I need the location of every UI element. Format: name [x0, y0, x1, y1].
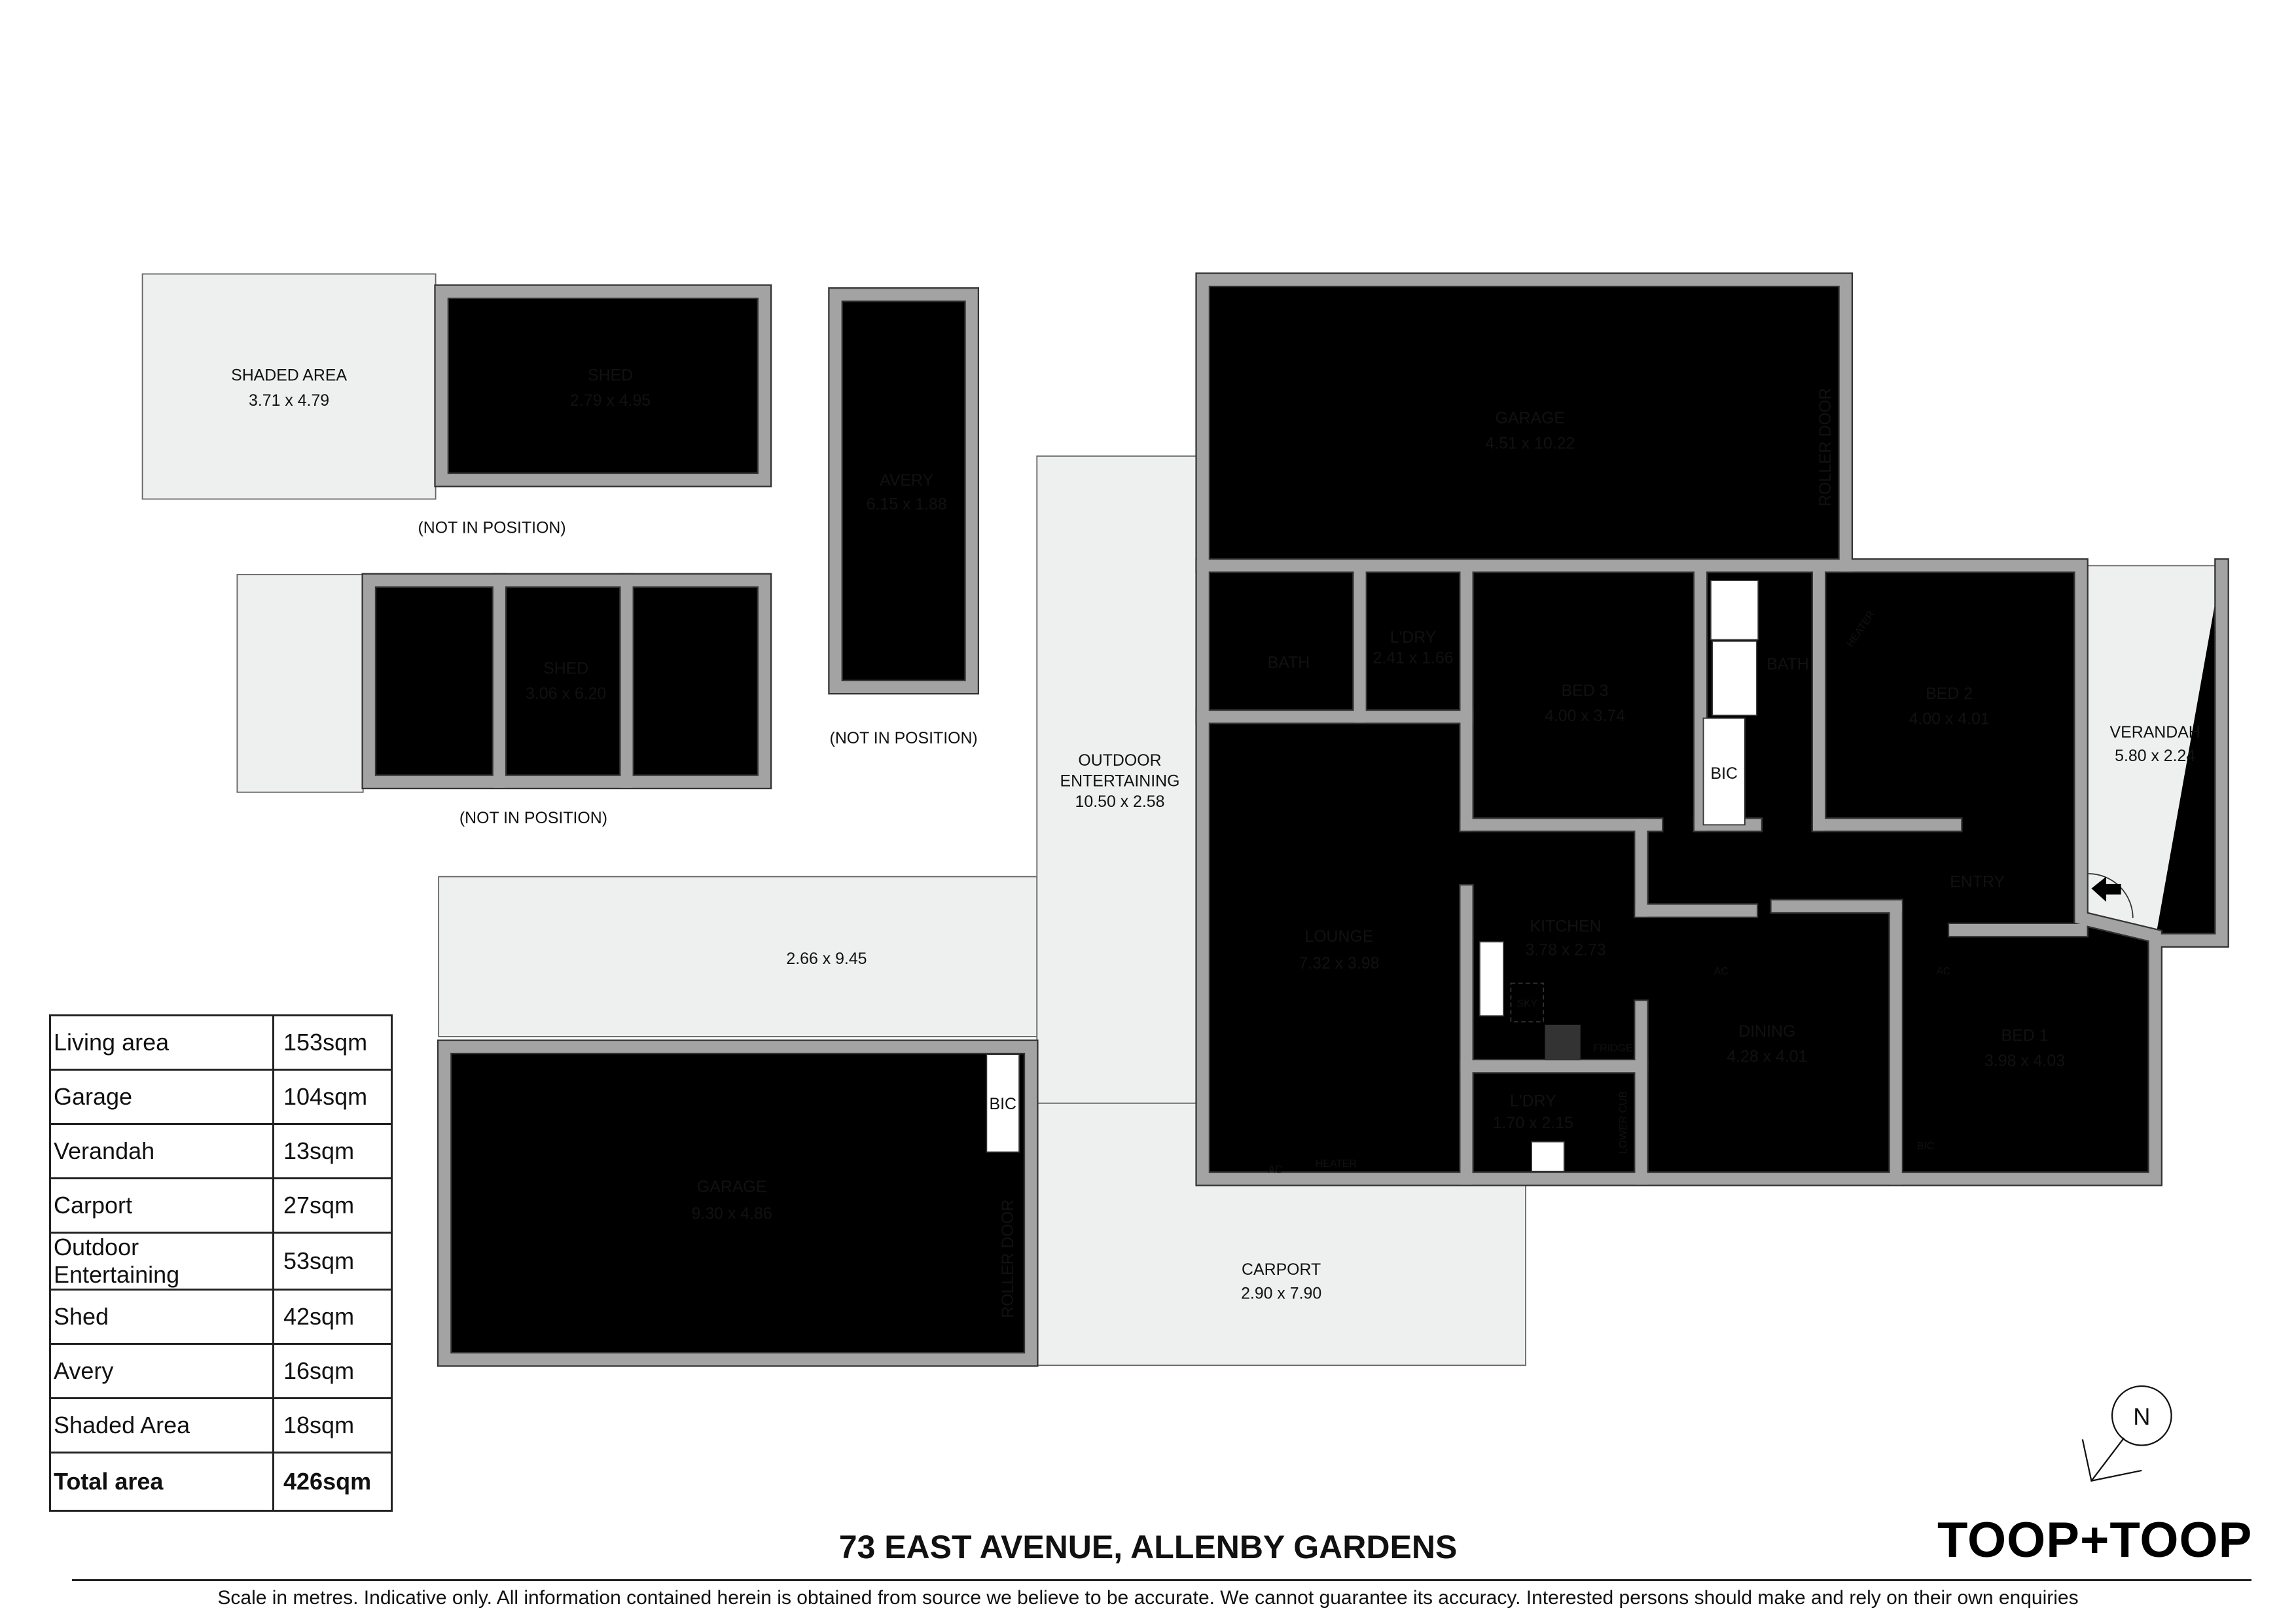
lounge-name: LOUNGE	[1304, 927, 1373, 946]
bath1-name: BATH	[1268, 654, 1310, 672]
area-value: 16sqm	[272, 1343, 393, 1399]
shed2-note: (NOT IN POSITION)	[459, 809, 607, 827]
area-value: 53sqm	[272, 1232, 393, 1291]
avery-name: AVERY	[880, 471, 933, 490]
shed2-shaded	[236, 574, 364, 793]
outdoor-name1: OUTDOOR	[1078, 751, 1161, 770]
verandah-name: VERANDAH	[2110, 723, 2200, 741]
outdoor-name2: ENTERTAINING	[1060, 772, 1180, 791]
carport-dims: 2.90 x 7.90	[1241, 1284, 1321, 1302]
lounge-heater: HEATER	[1316, 1158, 1357, 1169]
shaded-area	[141, 273, 437, 500]
entry-name: ENTRY	[1950, 872, 2005, 891]
bed2-name: BED 2	[1926, 685, 1973, 703]
ldry1-name: L'DRY	[1390, 628, 1437, 647]
shaded-area-name: SHADED AREA	[231, 366, 347, 385]
bed2-dims: 4.00 x 4.01	[1909, 709, 1990, 728]
entry-arrow-icon	[2091, 876, 2121, 902]
ldry1-dims: 2.41 x 1.66	[1372, 649, 1453, 668]
lounge-ac: AC	[1268, 1164, 1283, 1175]
area-value: 13sqm	[272, 1123, 393, 1179]
area-value: 27sqm	[272, 1177, 393, 1234]
total-label: Total area	[49, 1452, 274, 1512]
garage-bic: BIC	[990, 1095, 1017, 1113]
patio-dims: 2.66 x 9.45	[786, 950, 867, 968]
area-value: 104sqm	[272, 1069, 393, 1125]
kitchen-dims: 3.78 x 2.73	[1526, 940, 1606, 959]
carport-name: CARPORT	[1242, 1260, 1321, 1279]
avery-note: (NOT IN POSITION)	[830, 729, 978, 747]
area-label: Avery	[49, 1343, 274, 1399]
avery-dims: 6.15 x 1.88	[867, 495, 947, 513]
kitchen-fridge: FRIDGE	[1594, 1043, 1633, 1054]
bed3-dims: 4.00 x 3.74	[1545, 707, 1625, 725]
page-title: 73 EAST AVENUE, ALLENBY GARDENS	[838, 1529, 1458, 1565]
area-label: Verandah	[49, 1123, 274, 1179]
bed1-ac: AC	[1936, 966, 1950, 977]
disclaimer: Scale in metres. Indicative only. All in…	[217, 1587, 2079, 1609]
verandah-dims: 5.80 x 2.24	[2115, 747, 2195, 765]
area-label: Shed	[49, 1289, 274, 1345]
lounge-dims: 7.32 x 3.98	[1299, 954, 1379, 972]
bed1-bic: BIC	[1917, 1141, 1934, 1152]
shed1-note: (NOT IN POSITION)	[418, 519, 565, 537]
bed1-dims: 3.98 x 4.03	[1984, 1052, 2065, 1070]
room-labels: SHADED AREA 3.71 x 4.79 SHED 2.79 x 4.95…	[231, 366, 2200, 1318]
area-value: 42sqm	[272, 1289, 393, 1345]
garage-rear-name: GARAGE	[1496, 409, 1565, 427]
ldry2-dims: 1.70 x 2.15	[1493, 1114, 1573, 1132]
roller-door-front: ROLLER DOOR	[999, 1200, 1017, 1318]
area-label: Outdoor Entertaining	[49, 1232, 274, 1291]
area-label: Living area	[49, 1014, 274, 1071]
outdoor-dims: 10.50 x 2.58	[1075, 793, 1165, 811]
dining-name: DINING	[1738, 1022, 1795, 1041]
bath2-name: BATH	[1767, 655, 1809, 673]
bed3-name: BED 3	[1562, 682, 1609, 700]
dining-ac: AC	[1714, 966, 1729, 977]
north-arrow-icon: N	[2081, 1385, 2172, 1482]
area-label: Garage	[49, 1069, 274, 1125]
compass-label: N	[2133, 1403, 2150, 1430]
garage-front-name: GARAGE	[697, 1178, 766, 1196]
dining-dims: 4.28 x 4.01	[1727, 1047, 1807, 1065]
shed1-dims: 2.79 x 4.95	[570, 391, 651, 410]
garage-rear-dims: 4.51 x 10.22	[1485, 435, 1575, 453]
ldry2-name: L'DRY	[1510, 1092, 1556, 1110]
area-label: Shaded Area	[49, 1397, 274, 1454]
shed2-dims: 3.06 x 6.20	[526, 685, 606, 703]
shaded-area-dims: 3.71 x 4.79	[249, 391, 329, 410]
patio	[438, 876, 1038, 1037]
shed1-name: SHED	[588, 366, 633, 385]
area-label: Carport	[49, 1177, 274, 1234]
garage-front-dims: 9.30 x 4.86	[692, 1204, 772, 1222]
logo: TOOP+TOOP	[1937, 1512, 2253, 1568]
hall-bic: BIC	[1710, 764, 1738, 783]
divider	[72, 1579, 2251, 1581]
total-value: 426sqm	[272, 1452, 393, 1512]
shed2-name: SHED	[543, 660, 588, 678]
kitchen-sky: SKY	[1516, 999, 1537, 1010]
area-value: 18sqm	[272, 1397, 393, 1454]
kitchen-name: KITCHEN	[1530, 917, 1602, 935]
bed1-name: BED 1	[2001, 1027, 2049, 1045]
roller-door-rear: ROLLER DOOR	[1816, 388, 1835, 507]
outdoor-entertaining	[1036, 455, 1198, 1104]
area-value: 153sqm	[272, 1014, 393, 1071]
ldry2-cub: LOWER CUB	[1618, 1091, 1629, 1154]
